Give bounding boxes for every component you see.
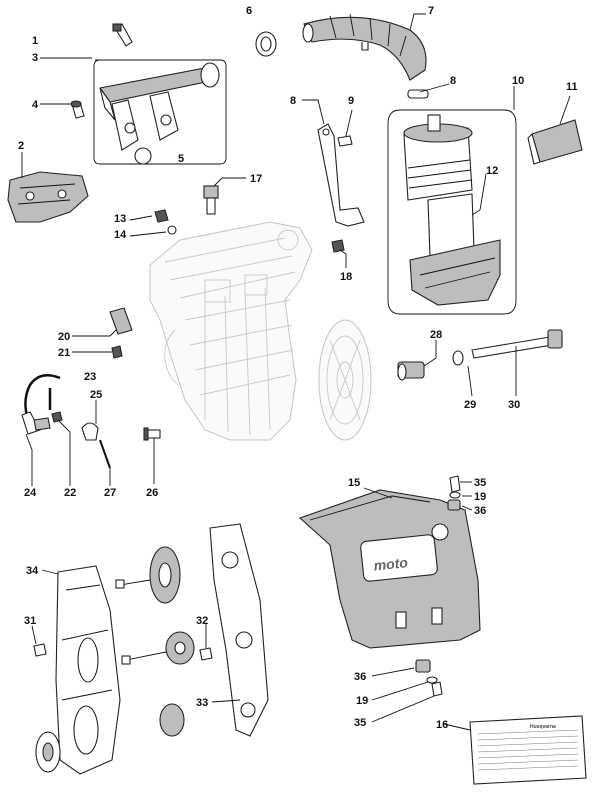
callout-24: 24 [24, 487, 37, 499]
part-sensor-17 [203, 185, 219, 215]
callout-12: 12 [486, 165, 498, 177]
callout-16: 16 [436, 719, 448, 731]
callout-26: 26 [146, 487, 158, 499]
callout-29: 29 [464, 399, 476, 411]
callout-17: 17 [250, 173, 262, 185]
callout-4: 4 [32, 99, 39, 111]
callout-6: 6 [246, 5, 252, 17]
callout-23: 23 [84, 371, 96, 383]
leader-lines [21, 13, 571, 731]
part-air-filter-group [387, 109, 517, 315]
part-engine-cover-15: moto [298, 489, 481, 649]
callout-27: 27 [104, 487, 116, 499]
part-crank-gear [159, 703, 185, 737]
callout-35-lower: 35 [354, 717, 366, 729]
callout-18: 18 [340, 271, 352, 283]
label-plate-brand: Husqvarna [530, 724, 556, 730]
part-washer-14 [167, 225, 177, 235]
part-bolt-21 [111, 345, 123, 359]
part-bolt-31 [33, 643, 47, 657]
part-grommet-36-lower [415, 659, 431, 673]
part-grommet-36-upper [447, 499, 461, 511]
callout-31: 31 [24, 615, 36, 627]
callout-36-upper: 36 [474, 505, 486, 517]
callout-30: 30 [508, 399, 520, 411]
part-bolt-9 [337, 135, 353, 147]
part-connector-8 [407, 89, 429, 99]
callout-36-lower: 36 [354, 671, 366, 683]
callout-2: 2 [18, 140, 24, 152]
callout-3: 3 [32, 52, 38, 64]
part-screw-22 [51, 411, 63, 423]
part-washer-19-upper [449, 491, 461, 499]
part-heat-shield-2 [7, 171, 89, 223]
callout-7: 7 [428, 5, 434, 17]
part-timing-cover-34 [55, 565, 121, 775]
callout-15: 15 [348, 477, 360, 489]
callout-5: 5 [178, 153, 184, 165]
part-hose-clamp-6 [255, 31, 277, 57]
callout-35-upper: 35 [474, 477, 486, 489]
callout-28: 28 [430, 329, 442, 341]
engine-block-ghost [149, 221, 313, 441]
part-rod-27 [99, 439, 111, 469]
part-sensor-13 [154, 209, 169, 223]
callout-8-bracket: 8 [290, 95, 296, 107]
part-washer-19-lower [426, 676, 438, 684]
part-bolt-26 [143, 427, 161, 441]
part-pipe-23 [21, 373, 61, 435]
part-gasket-33 [209, 523, 269, 737]
callout-19-lower: 19 [356, 695, 368, 707]
part-intake-manifold-group [93, 59, 227, 165]
callout-14: 14 [114, 229, 127, 241]
flywheel-ghost [318, 319, 372, 441]
part-bolt-35-upper [449, 475, 461, 493]
callout-20: 20 [58, 331, 70, 343]
part-sensor-28 [397, 361, 425, 381]
callout-21: 21 [58, 347, 70, 359]
callout-25: 25 [90, 389, 102, 401]
part-long-bolt-30 [471, 329, 563, 359]
callout-9: 9 [348, 95, 354, 107]
part-bolt-1 [112, 23, 133, 47]
part-label-plate-16: Husqvarna [469, 715, 587, 785]
part-bracket-8 [317, 123, 365, 227]
part-module-11 [527, 119, 583, 165]
part-clip-18 [331, 239, 345, 253]
part-sensor-20 [109, 307, 133, 335]
callout-22: 22 [64, 487, 76, 499]
part-tensioner [121, 631, 195, 665]
callout-19-upper: 19 [474, 491, 486, 503]
part-bolt-35-lower [431, 681, 443, 697]
callout-10: 10 [512, 75, 524, 87]
callout-11: 11 [566, 81, 578, 93]
part-bolt-32 [199, 647, 213, 661]
callout-34: 34 [26, 565, 39, 577]
part-screw-4 [70, 100, 85, 119]
callout-1: 1 [32, 35, 38, 47]
callout-8-connector: 8 [450, 75, 456, 87]
part-intake-hose-7 [302, 13, 427, 81]
callout-13: 13 [114, 213, 126, 225]
callout-labels: 1 3 2 4 5 6 7 8 8 9 10 11 12 13 14 17 18… [18, 5, 578, 731]
part-clip-25 [81, 422, 99, 441]
callout-33: 33 [196, 697, 208, 709]
callout-32: 32 [196, 615, 208, 627]
cover-lettering: moto [373, 554, 409, 574]
part-nut-29 [452, 350, 464, 366]
part-crank-pulley [35, 731, 61, 773]
part-camshaft-gear [115, 546, 181, 604]
